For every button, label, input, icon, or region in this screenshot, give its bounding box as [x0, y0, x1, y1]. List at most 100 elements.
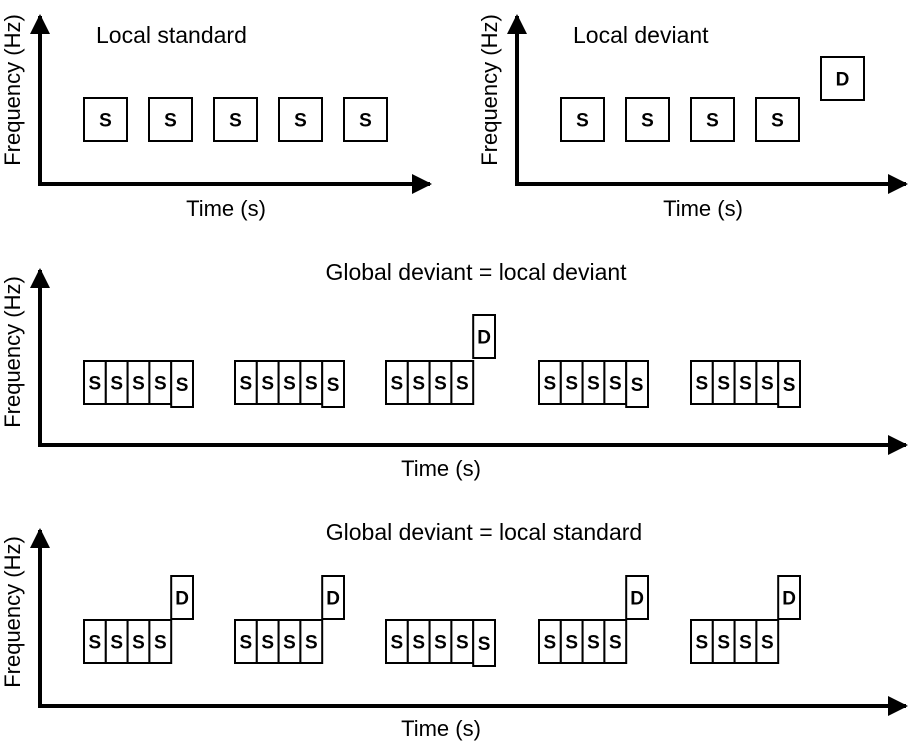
stimulus-group: S — [560, 97, 605, 142]
deviant-tone-label: D — [630, 589, 644, 610]
standard-tone-label: S — [261, 633, 274, 654]
stimulus-group: S — [343, 97, 388, 142]
standard-tone-label: S — [609, 633, 622, 654]
standard-tone-label: S — [576, 111, 589, 132]
deviant-tone-label: D — [782, 589, 796, 610]
deviant-tone-box — [170, 575, 194, 620]
standard-tone-box — [83, 97, 128, 142]
standard-tone-box — [755, 97, 800, 142]
standard-tone-box — [148, 97, 193, 142]
deviant-tone-label: D — [836, 70, 850, 91]
standard-tone-label: S — [761, 633, 774, 654]
stimulus-group: D — [820, 56, 865, 101]
y-axis-label: Frequency (Hz) — [477, 14, 502, 166]
standard-tone-box — [321, 360, 346, 408]
stimulus-group: S — [278, 97, 323, 142]
stimulus-group: S — [213, 97, 258, 142]
stimulus-group: S — [148, 97, 193, 142]
standard-tone-label: S — [110, 633, 123, 654]
standard-tone-label: S — [565, 633, 578, 654]
standard-tone-label: S — [456, 374, 469, 395]
standard-tone-box — [560, 97, 605, 142]
standard-tone-box — [170, 360, 194, 408]
standard-tone-label: S — [544, 374, 557, 395]
panel-global-deviant-local-deviant: Global deviant = local deviant Time (s) … — [0, 259, 908, 481]
panel-title: Global deviant = local standard — [326, 519, 642, 545]
standard-tone-box — [278, 97, 323, 142]
standard-tone-box — [148, 619, 173, 664]
stimulus-group: S — [83, 97, 128, 142]
standard-tone-label: S — [456, 633, 469, 654]
standard-tone-label: S — [783, 375, 796, 396]
standard-tone-label: S — [434, 374, 447, 395]
standard-tone-box — [625, 97, 670, 142]
deviant-tone-label: D — [326, 589, 340, 610]
x-axis-label: Time (s) — [663, 196, 743, 221]
y-axis-label: Frequency (Hz) — [0, 536, 25, 688]
x-axis-label: Time (s) — [186, 196, 266, 221]
standard-tone-label: S — [771, 111, 784, 132]
standard-tone-box — [755, 619, 780, 664]
standard-tone-label: S — [283, 633, 296, 654]
standard-tone-label: S — [176, 375, 189, 396]
standard-tone-box — [343, 97, 388, 142]
standard-tone-label: S — [412, 633, 425, 654]
standard-tone-label: S — [154, 633, 167, 654]
standard-tone-box — [625, 360, 650, 408]
stimulus-group: S — [690, 97, 735, 142]
standard-tone-label: S — [761, 374, 774, 395]
standard-tone-box — [450, 360, 475, 405]
standard-tone-label: S — [739, 374, 752, 395]
standard-tone-label: S — [283, 374, 296, 395]
x-axis-label: Time (s) — [401, 456, 481, 481]
deviant-tone-box — [472, 314, 497, 359]
standard-tone-box — [603, 619, 628, 664]
stimulus-groups: S S S S D — [560, 56, 865, 142]
standard-tone-box — [777, 360, 802, 408]
standard-tone-label: S — [240, 374, 253, 395]
standard-tone-label: S — [717, 633, 730, 654]
standard-tone-label: S — [240, 633, 253, 654]
standard-tone-label: S — [164, 111, 177, 132]
standard-tone-box — [472, 619, 497, 667]
deviant-tone-box — [321, 575, 346, 620]
standard-tone-label: S — [641, 111, 654, 132]
standard-tone-label: S — [739, 633, 752, 654]
standard-tone-label: S — [631, 375, 644, 396]
y-axis-label: Frequency (Hz) — [0, 14, 25, 166]
standard-tone-label: S — [229, 111, 242, 132]
standard-tone-label: S — [99, 111, 112, 132]
standard-tone-label: S — [132, 374, 145, 395]
standard-tone-label: S — [391, 633, 404, 654]
panel-global-deviant-local-standard: Global deviant = local standard Time (s)… — [0, 519, 908, 741]
panel-title: Global deviant = local deviant — [325, 259, 627, 285]
standard-tone-label: S — [696, 633, 709, 654]
standard-tone-label: S — [609, 374, 622, 395]
standard-tone-box — [690, 97, 735, 142]
standard-tone-label: S — [132, 633, 145, 654]
standard-tone-label: S — [587, 374, 600, 395]
x-axis-label: Time (s) — [401, 716, 481, 741]
standard-tone-label: S — [412, 374, 425, 395]
standard-tone-label: S — [110, 374, 123, 395]
panel-title: Local standard — [96, 22, 247, 48]
standard-tone-label: S — [587, 633, 600, 654]
standard-tone-label: S — [305, 633, 318, 654]
standard-tone-label: S — [359, 111, 372, 132]
standard-tone-label: S — [327, 375, 340, 396]
standard-tone-box — [213, 97, 258, 142]
standard-tone-label: S — [391, 374, 404, 395]
